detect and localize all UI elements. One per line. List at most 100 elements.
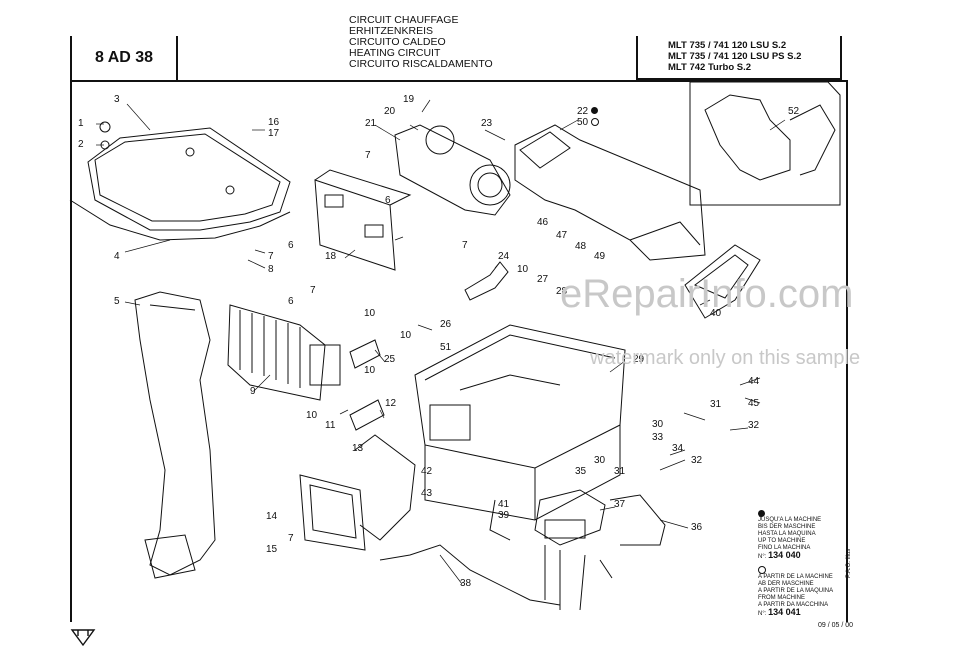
callout-6: 6: [288, 296, 294, 307]
blower-unit: [394, 124, 511, 216]
callout-21: 21: [365, 118, 377, 129]
callout-3: 3: [114, 94, 120, 105]
callout-10: 10: [364, 365, 376, 376]
callout-38: 38: [460, 578, 472, 589]
callout-32: 32: [691, 455, 703, 466]
callout-29: 29: [633, 354, 645, 365]
heater-box: [414, 324, 626, 521]
title-it: CIRCUITO RISCALDAMENTO: [349, 58, 493, 70]
callout-51: 51: [440, 342, 452, 353]
hollow-dot-icon: [758, 566, 766, 574]
callout-14: 14: [266, 511, 278, 522]
air-filter: [684, 244, 761, 319]
callout-26: 26: [440, 319, 452, 330]
filled-dot-icon: [758, 510, 765, 517]
model-line: MLT 735 / 741 120 LSU S.2: [668, 40, 787, 51]
legend-line: JUSQU'A LA MACHINE: [758, 517, 822, 523]
legend-number-prefix: N°:: [758, 611, 767, 617]
diagram-frame: [70, 80, 848, 622]
legend-line: A PARTIR DE LA MACHINE: [758, 574, 833, 580]
callout-7: 7: [288, 533, 294, 544]
callout-7: 7: [365, 150, 371, 161]
cover-plate: [69, 121, 291, 241]
callout-24: 24: [498, 251, 510, 262]
control-cable: [489, 494, 666, 546]
callout-46: 46: [537, 217, 549, 228]
callout-41: 41: [498, 499, 510, 510]
legend-line: FROM MACHINE: [758, 595, 805, 601]
callout-27: 27: [537, 274, 549, 285]
from-machine-marker: [591, 118, 599, 126]
callout-32: 32: [748, 420, 760, 431]
heater-core: [227, 304, 341, 401]
inset-view: [689, 81, 841, 206]
hose-25: [349, 339, 381, 369]
control-valve: [534, 489, 606, 546]
issue-date: 09 / 05 / 00: [818, 622, 854, 629]
callout-39: 39: [498, 510, 510, 521]
callout-20: 20: [384, 106, 396, 117]
legend-from: A PARTIR DE LA MACHINE AB DER MASCHINE A…: [758, 566, 842, 618]
callout-16: 16: [268, 117, 280, 128]
legend-line: BIS DER MASCHINE: [758, 524, 816, 530]
title-fr: CIRCUIT CHAUFFAGE: [349, 14, 459, 26]
legend-line: UP TO MACHINE: [758, 538, 806, 544]
callout-10: 10: [517, 264, 529, 275]
callout-35: 35: [575, 466, 587, 477]
legend-line: A PARTIR DA MACCHINA: [758, 602, 829, 608]
hose-11: [349, 399, 385, 431]
author-credit: P.A.O. Illus: [846, 548, 852, 578]
title-es: CIRCUITO CALDEO: [349, 36, 446, 48]
callout-7: 7: [462, 240, 468, 251]
callout-10: 10: [400, 330, 412, 341]
callout-1: 1: [78, 118, 84, 129]
long-duct: [134, 291, 216, 579]
callout-11: 11: [325, 420, 336, 431]
callout-17: 17: [268, 128, 280, 139]
legend-line: A PARTIR DE LA MAQUINA: [758, 588, 834, 594]
legend-line: AB DER MASCHINE: [758, 581, 814, 587]
legend-until: JUSQU'A LA MACHINE BIS DER MASCHINE HAST…: [758, 510, 842, 561]
callout-31: 31: [614, 466, 626, 477]
watermark-note: watermark only on this sample: [590, 347, 861, 369]
legend-line: HASTA LA MAQUINA: [758, 531, 816, 537]
callout-30: 30: [652, 419, 664, 430]
callout-50: 50: [577, 117, 589, 128]
title-de: ERHITZENKREIS: [349, 25, 434, 37]
callout-22: 22: [577, 106, 589, 117]
callout-52: 52: [788, 106, 800, 117]
title-en: HEATING CIRCUIT: [349, 47, 441, 59]
next-page-arrow-icon[interactable]: [70, 628, 96, 648]
callout-4: 4: [114, 251, 120, 262]
callout-45: 45: [748, 398, 760, 409]
callout-15: 15: [266, 544, 278, 555]
top-duct: [514, 124, 706, 261]
callout-2: 2: [78, 139, 84, 150]
callout-43: 43: [421, 488, 433, 499]
callout-12: 12: [385, 398, 397, 409]
callout-13: 13: [352, 443, 364, 454]
callout-31: 31: [710, 399, 722, 410]
legend-number-prefix: N°:: [758, 554, 767, 560]
callout-34: 34: [672, 443, 684, 454]
callout-6: 6: [385, 195, 391, 206]
callout-42: 42: [421, 466, 433, 477]
wiring-harness: [379, 544, 613, 611]
callout-47: 47: [556, 230, 568, 241]
callout-25: 25: [384, 354, 396, 365]
callout-48: 48: [575, 241, 587, 252]
callout-7: 7: [310, 285, 316, 296]
callout-19: 19: [403, 94, 415, 105]
callout-40: 40: [710, 308, 722, 319]
callout-18: 18: [325, 251, 337, 262]
callout-36: 36: [691, 522, 703, 533]
watermark-site: eRepairInfo.com: [560, 272, 854, 316]
callout-28: 28: [556, 286, 568, 297]
callout-6: 6: [288, 240, 294, 251]
legend-line: FINO LA MACHINA: [758, 545, 811, 551]
outlet-flange: [299, 434, 416, 551]
hose-24: [464, 261, 509, 301]
callout-10: 10: [364, 308, 376, 319]
callout-49: 49: [594, 251, 606, 262]
